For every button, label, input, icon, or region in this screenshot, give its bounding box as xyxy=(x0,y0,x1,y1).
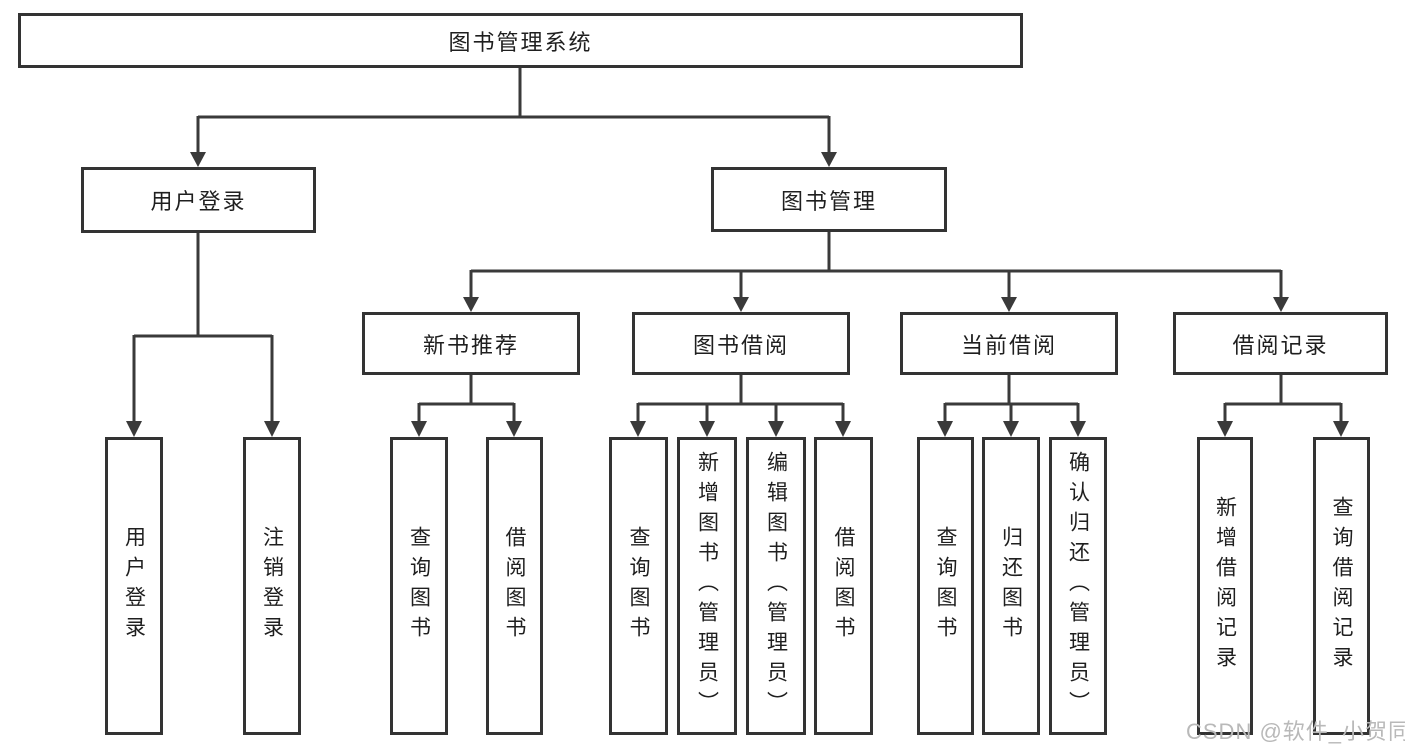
node-leaf-query-books-2: 查询图书 xyxy=(609,437,668,735)
node-leaf-edit-books-admin: 编辑图书（管理员） xyxy=(746,437,806,735)
node-borrowing-records: 借阅记录 xyxy=(1173,312,1388,375)
node-label: 图书管理 xyxy=(780,188,877,214)
node-label: 用户登录 xyxy=(122,526,146,646)
node-label: 图书管理系统 xyxy=(448,29,593,55)
node-leaf-query-books-3: 查询图书 xyxy=(917,437,974,735)
node-current-borrowing: 当前借阅 xyxy=(900,312,1118,375)
node-leaf-logout: 注销登录 xyxy=(243,437,301,735)
node-label: 查询图书 xyxy=(407,526,431,646)
node-label: 图书借阅 xyxy=(692,332,789,358)
node-leaf-query-books-1: 查询图书 xyxy=(390,437,448,735)
node-leaf-borrow-books-2: 借阅图书 xyxy=(814,437,873,735)
watermark: CSDN @软件_小贺同学 xyxy=(1186,719,1405,744)
node-label: 确认归还（管理员） xyxy=(1066,451,1090,721)
node-book-borrowing: 图书借阅 xyxy=(632,312,850,375)
node-user-login-module: 用户登录 xyxy=(81,167,316,233)
node-label: 用户登录 xyxy=(150,189,247,214)
node-leaf-borrow-books-1: 借阅图书 xyxy=(486,437,543,735)
node-label: 查询借阅记录 xyxy=(1330,496,1353,676)
node-leaf-query-borrow-record: 查询借阅记录 xyxy=(1313,437,1370,735)
node-label: 归还图书 xyxy=(999,526,1023,646)
node-leaf-confirm-return-admin: 确认归还（管理员） xyxy=(1049,437,1107,735)
node-label: 新增借阅记录 xyxy=(1213,496,1237,676)
node-label: 查询图书 xyxy=(627,526,650,646)
node-label: 新书推荐 xyxy=(422,332,519,358)
node-label: 借阅图书 xyxy=(832,526,855,646)
node-label: 借阅图书 xyxy=(503,526,526,646)
node-book-management-module: 图书管理 xyxy=(711,167,947,232)
node-leaf-add-books-admin: 新增图书（管理员） xyxy=(677,437,737,735)
node-label: 新增图书（管理员） xyxy=(695,451,719,721)
node-label: 查询图书 xyxy=(934,526,957,646)
node-label: 注销登录 xyxy=(260,526,284,646)
node-leaf-return-books: 归还图书 xyxy=(982,437,1040,735)
node-new-book-recommend: 新书推荐 xyxy=(362,312,580,375)
node-root-system: 图书管理系统 xyxy=(18,13,1023,68)
node-label: 当前借阅 xyxy=(960,332,1057,358)
node-label: 编辑图书（管理员） xyxy=(764,451,788,721)
node-label: 借阅记录 xyxy=(1232,332,1329,358)
node-leaf-add-borrow-record: 新增借阅记录 xyxy=(1197,437,1253,735)
node-leaf-user-login: 用户登录 xyxy=(105,437,163,735)
